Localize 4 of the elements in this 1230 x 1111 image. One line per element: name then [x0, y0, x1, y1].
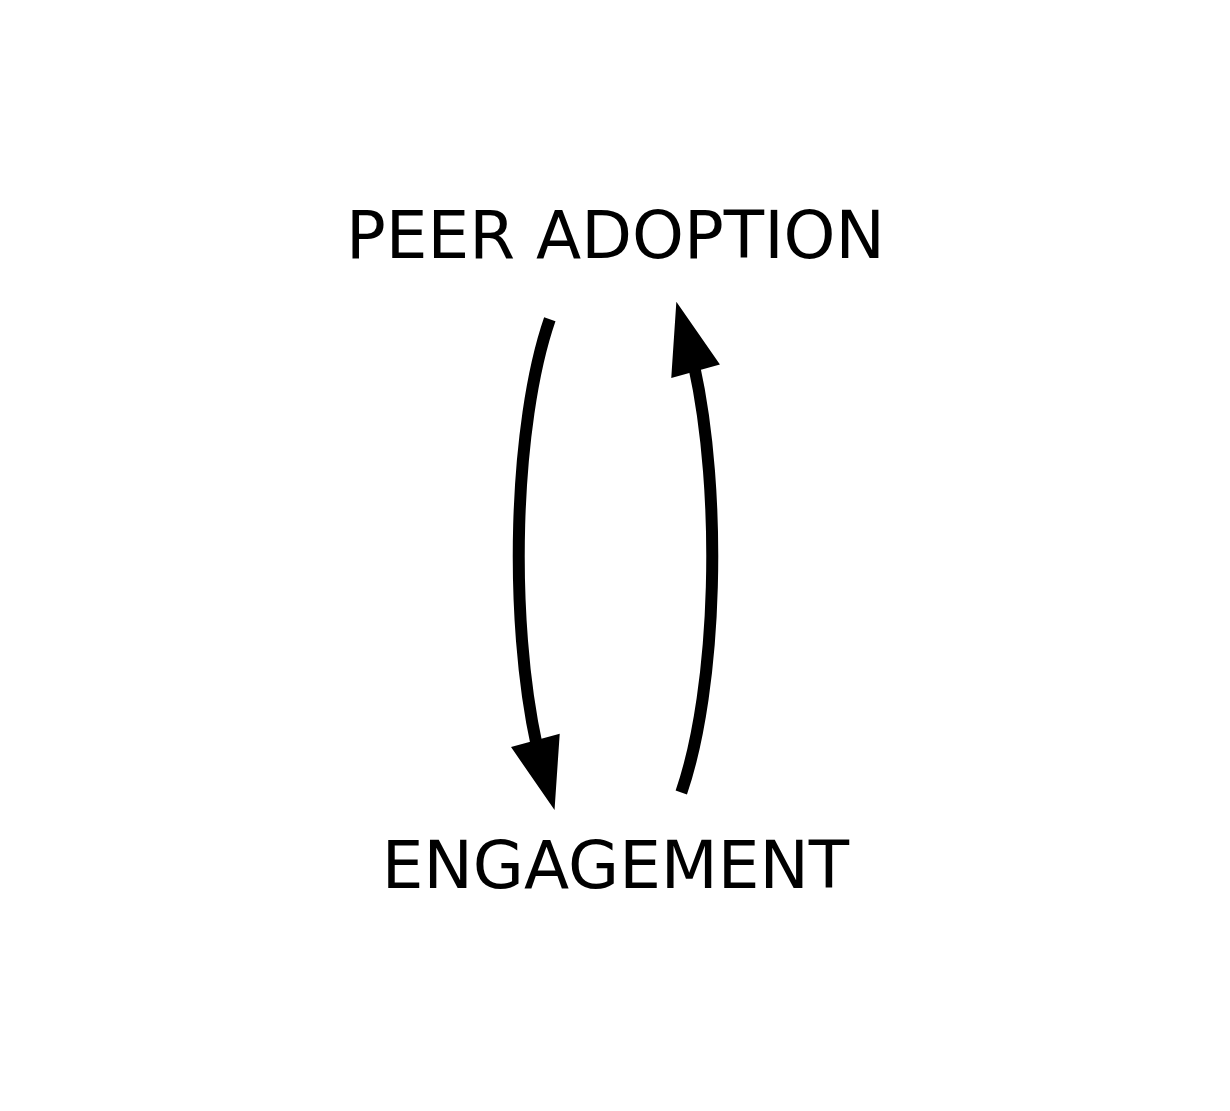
arrow — [510, 317, 560, 810]
arrow — [670, 301, 720, 794]
node-text: PEER ADOPTION — [345, 196, 885, 274]
node-text: ENGAGEMENT — [381, 826, 849, 904]
